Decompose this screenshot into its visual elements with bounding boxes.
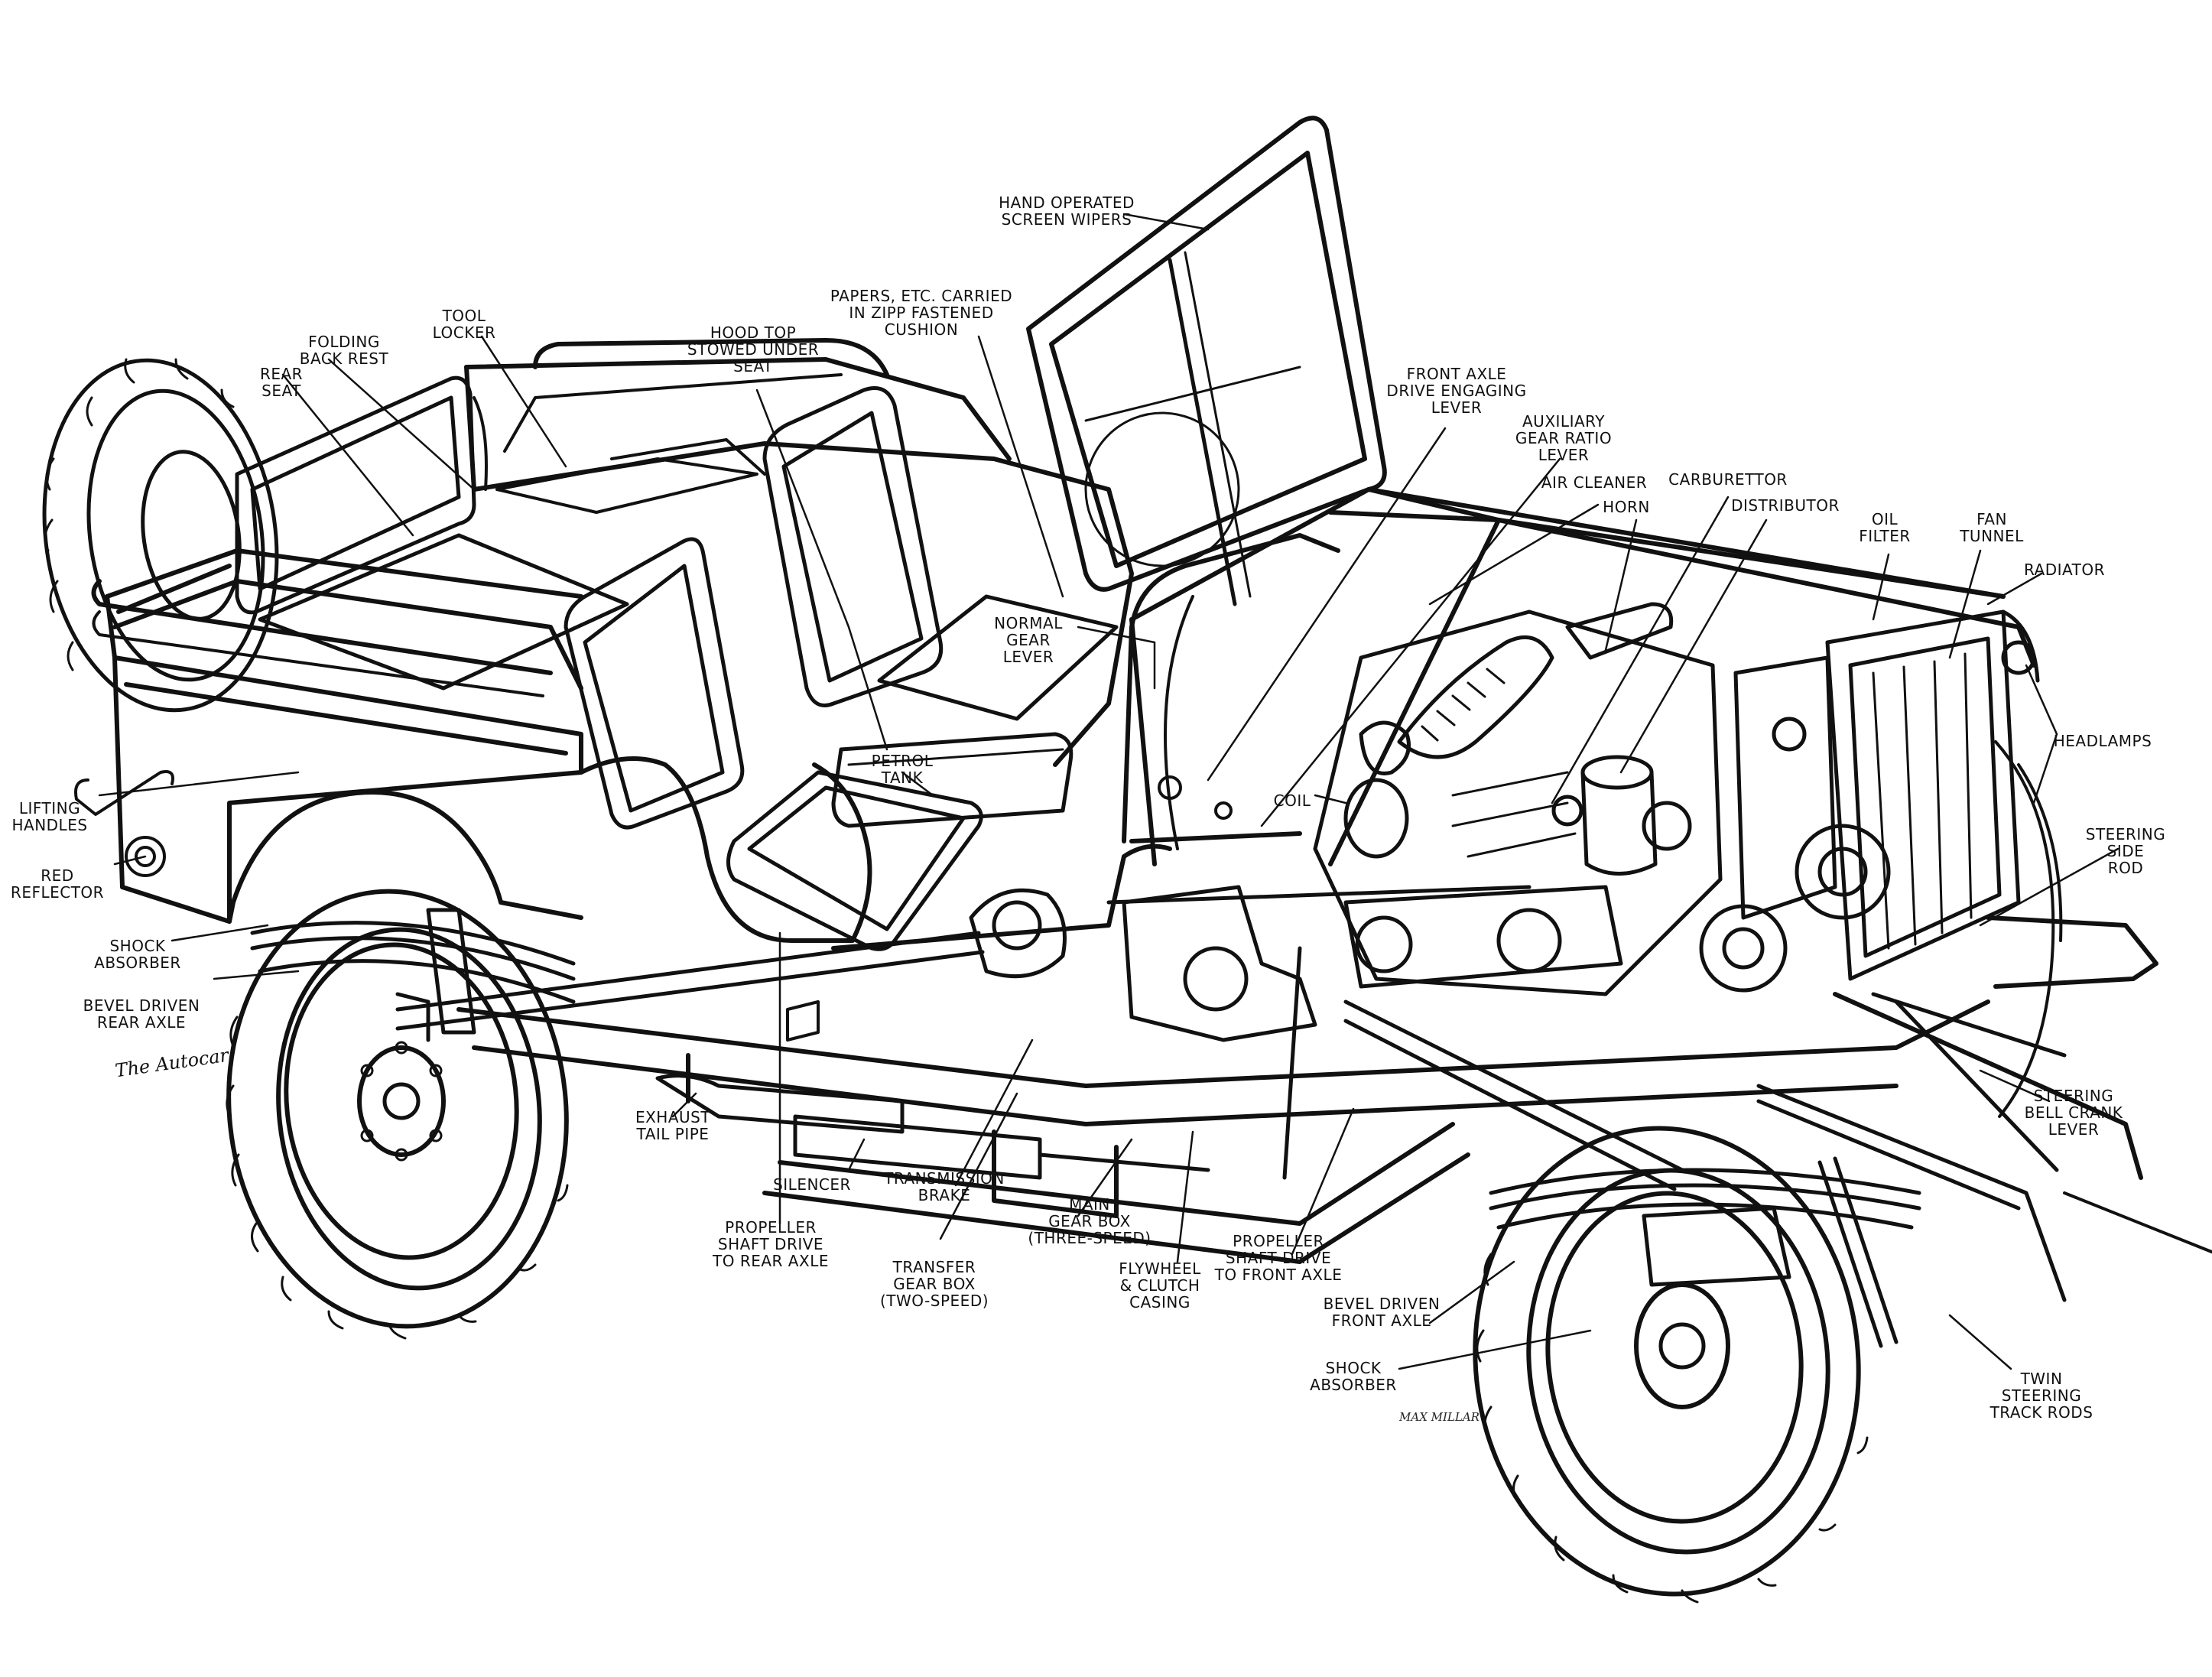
label-papers-cushion: PAPERS, ETC. CARRIED IN ZIPP FASTENED CU… (830, 287, 1013, 339)
label-silencer: SILENCER (773, 1175, 851, 1194)
label-distributor: DISTRIBUTOR (1731, 496, 1840, 515)
label-auxiliary-gear-ratio-lever: AUXILIARY GEAR RATIO LEVER (1515, 412, 1613, 464)
label-radiator: RADIATOR (2023, 561, 2106, 579)
windscreen (1026, 115, 1387, 606)
chassis-frame (456, 915, 2212, 1264)
passenger-seat (762, 386, 1119, 721)
label-rear-seat: REAR SEAT (259, 365, 304, 400)
steering-linkage (1106, 885, 2067, 1302)
label-propeller-shaft-front: PROPELLER SHAFT DRIVE TO FRONT AXLE (1214, 1232, 1343, 1284)
exhaust-system (655, 1074, 1210, 1180)
front-axle-spring (1489, 1156, 1921, 1348)
radiator-grille (1825, 609, 2040, 981)
gearbox (969, 885, 1788, 1042)
label-lifting-handles: LIFTING HANDLES (11, 799, 88, 834)
rear-axle-spring (250, 908, 576, 1042)
label-normal-gear-lever: NORMAL GEAR LEVER (994, 614, 1063, 666)
label-bevel-driven-rear-axle: BEVEL DRIVEN REAR AXLE (83, 996, 200, 1032)
rear-seat (235, 375, 629, 691)
label-steering-bell-crank-lever: STEERING BELL CRANK LEVER (2024, 1087, 2123, 1139)
label-shock-absorber-rear: SHOCK ABSORBER (94, 937, 181, 972)
label-petrol-tank: PETROL TANK (871, 752, 934, 787)
label-tool-locker: TOOL LOCKER (432, 307, 496, 342)
drivers-seat-cushion (726, 770, 983, 951)
leader-lines (98, 213, 2119, 1370)
drivers-seat-back (564, 537, 745, 830)
label-shock-absorber-front: SHOCK ABSORBER (1310, 1359, 1397, 1394)
label-carburettor: CARBURETTOR (1668, 470, 1788, 489)
artist-initials: MAX MILLAR (1399, 1410, 1480, 1424)
petrol-tank (831, 732, 1074, 828)
label-front-axle-drive-lever: FRONT AXLE DRIVE ENGAGING LEVER (1386, 365, 1527, 417)
label-air-cleaner: AIR CLEANER (1541, 473, 1648, 492)
propeller-shafts (395, 931, 1684, 1191)
label-hood-top: HOOD TOP STOWED UNDER SEAT (687, 323, 820, 375)
rear-wheel (226, 889, 569, 1340)
label-horn: HORN (1603, 498, 1650, 516)
label-folding-back-rest: FOLDING BACK REST (299, 333, 389, 368)
body-tub (91, 338, 1340, 951)
label-main-gear-box: MAIN GEAR BOX (THREE-SPEED) (1028, 1195, 1151, 1247)
label-transmission-brake: TRANSMISSION BRAKE (884, 1169, 1005, 1204)
label-twin-steering-track-rods: TWIN STEERING TRACK RODS (1990, 1370, 2093, 1422)
label-propeller-shaft-rear: PROPELLER SHAFT DRIVE TO REAR AXLE (713, 1218, 829, 1270)
front-right-wheel (1994, 740, 2063, 1118)
label-red-reflector: RED REFLECTOR (10, 866, 105, 902)
label-headlamps: HEADLAMPS (2053, 732, 2152, 750)
details (74, 770, 1233, 1042)
label-fan-tunnel: FAN TUNNEL (1960, 510, 2024, 545)
label-hand-operated-screen-wipers: HAND OPERATED SCREEN WIPERS (999, 193, 1135, 229)
tool-locker (495, 373, 843, 514)
engine (1313, 602, 1891, 996)
label-bevel-driven-front-axle: BEVEL DRIVEN FRONT AXLE (1323, 1295, 1441, 1330)
label-coil: COIL (1273, 791, 1311, 810)
label-exhaust-tail-pipe: EXHAUST TAIL PIPE (635, 1108, 711, 1143)
label-flywheel-clutch-casing: FLYWHEEL & CLUTCH CASING (1119, 1259, 1201, 1311)
label-oil-filter: OIL FILTER (1859, 510, 1911, 545)
label-steering-side-rod: STEERING SIDE ROD (2085, 825, 2166, 877)
label-transfer-gear-box: TRANSFER GEAR BOX (TWO-SPEED) (879, 1258, 989, 1310)
